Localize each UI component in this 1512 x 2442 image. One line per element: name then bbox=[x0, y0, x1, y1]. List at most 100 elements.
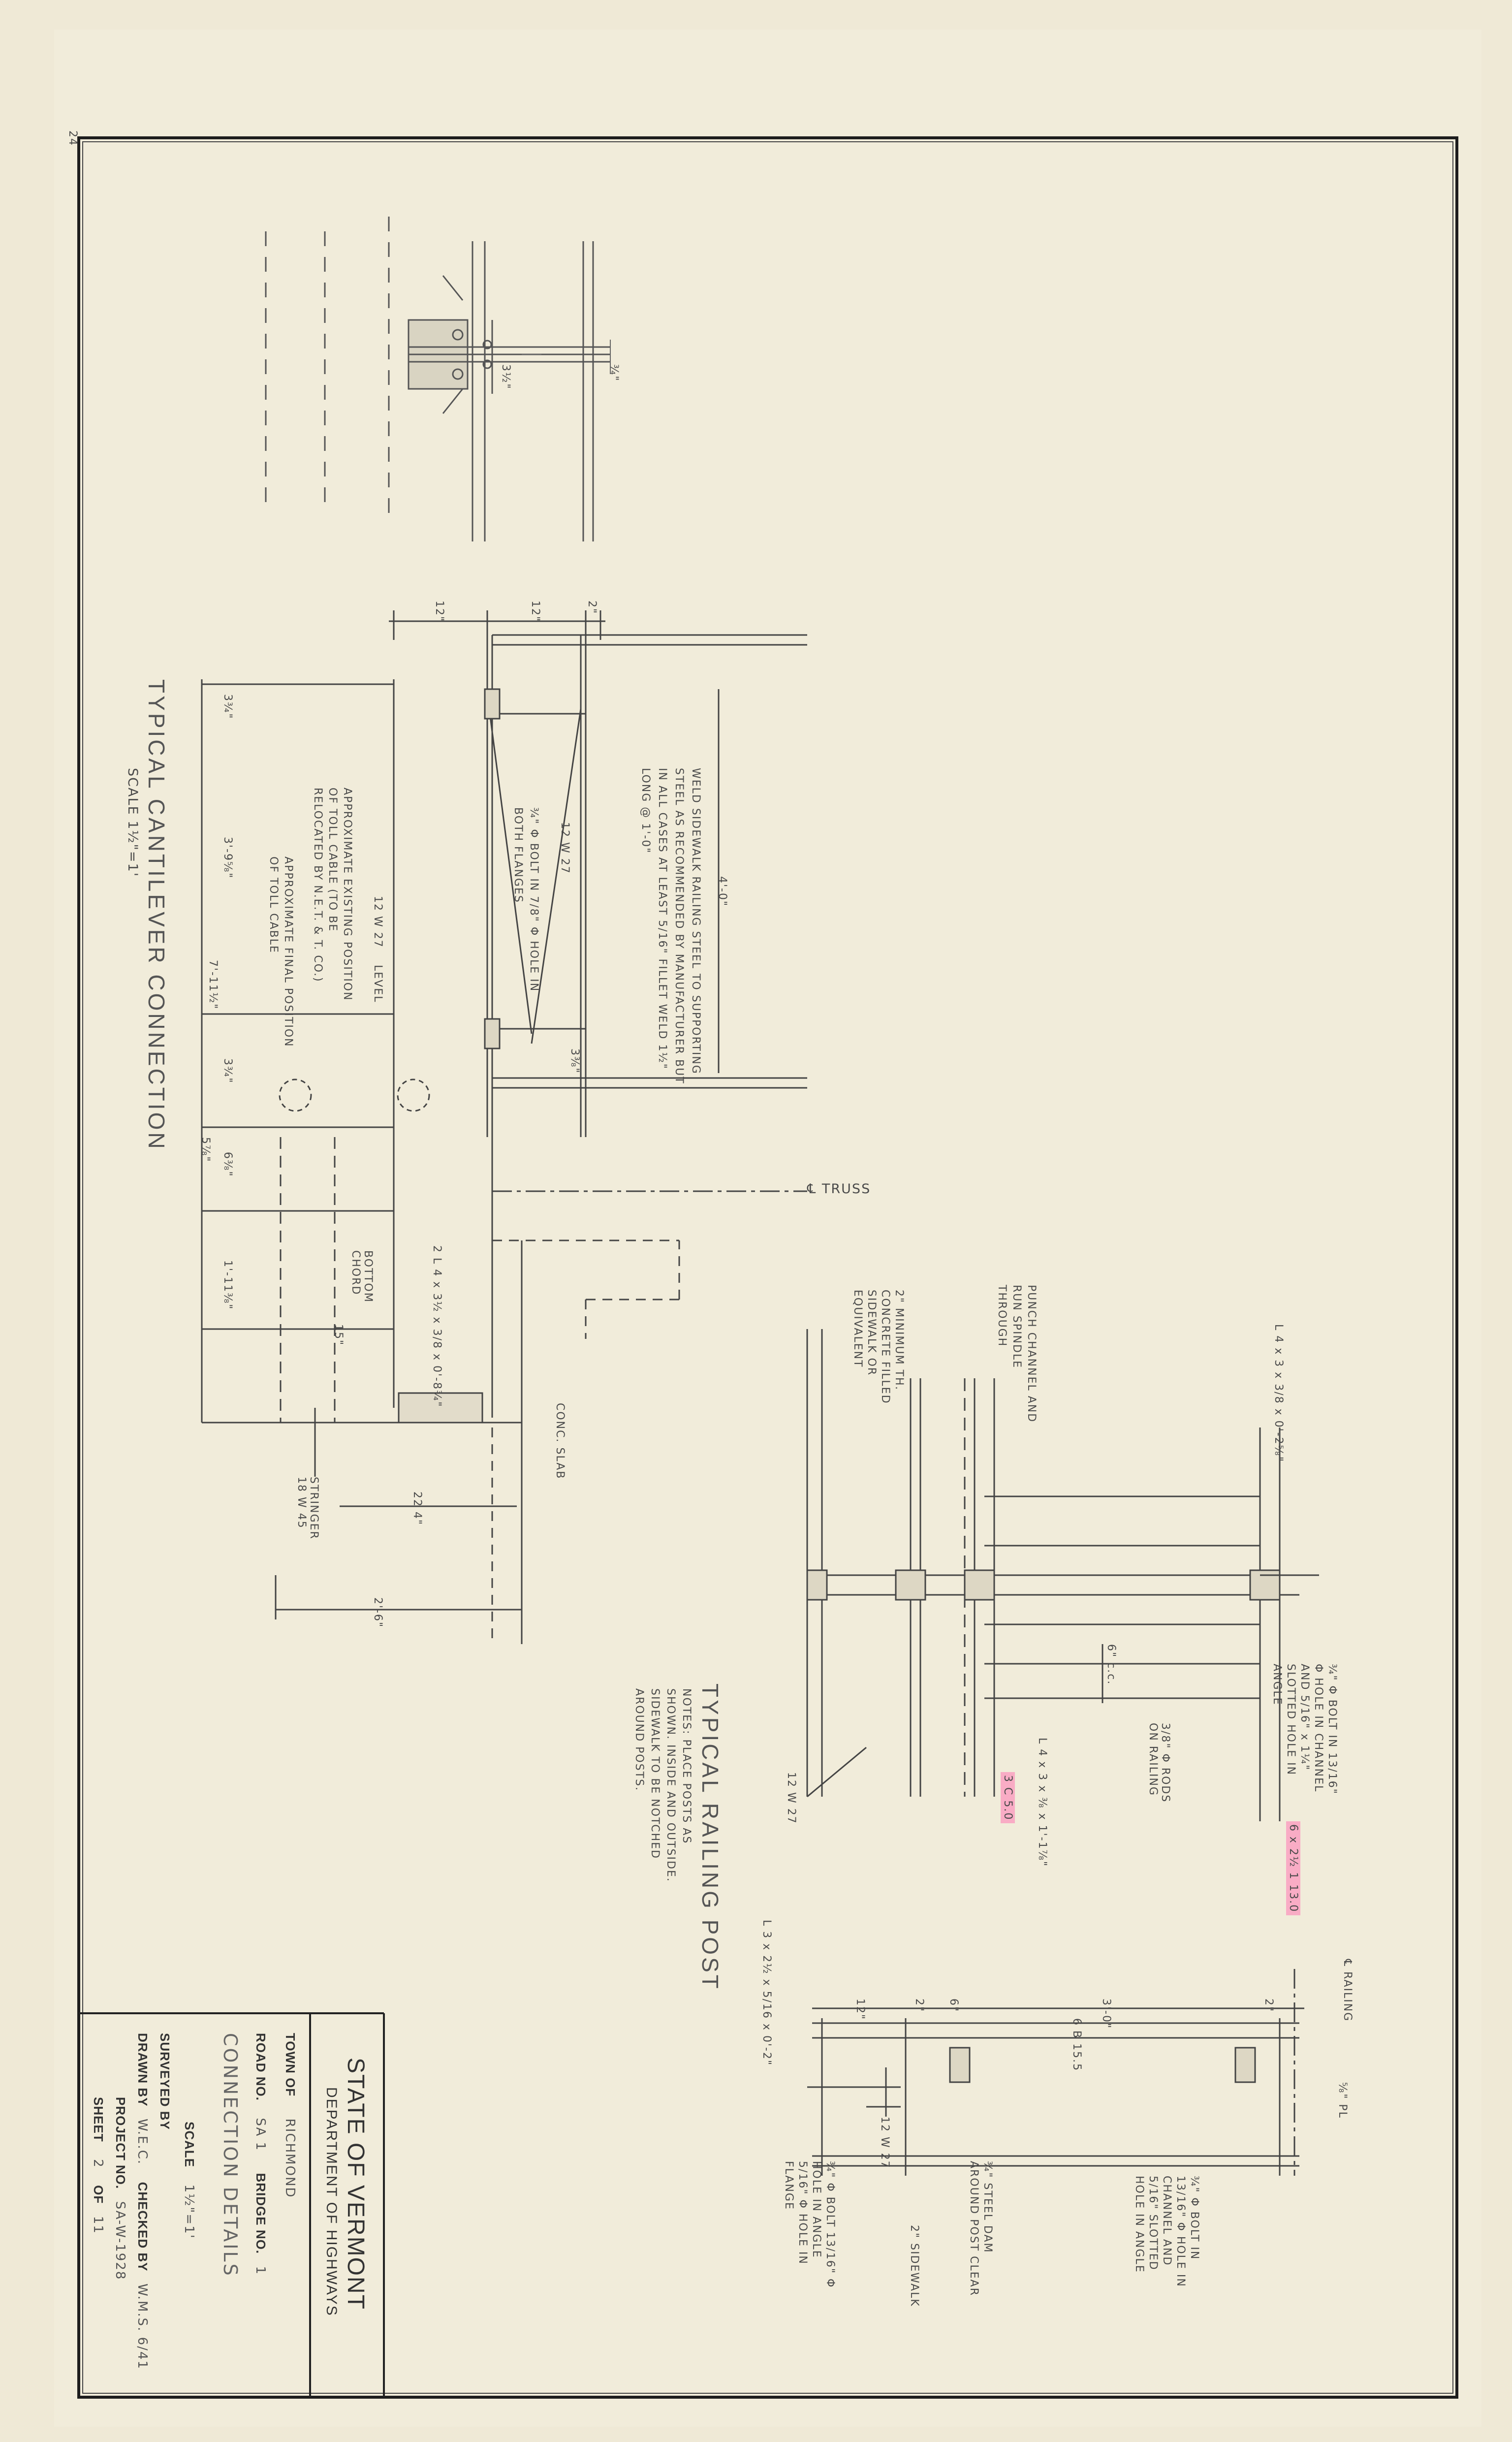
sheet-border-inner bbox=[82, 141, 1453, 2394]
bottom-chord: BOTTOM CHORD bbox=[349, 1250, 374, 1303]
tb-subject-text: CONNECTION DETAILS bbox=[220, 2033, 241, 2278]
section-bolt-channel: ¾" Φ BOLT IN 13/16" Φ HOLE IN CHANNEL AN… bbox=[1132, 2176, 1201, 2304]
tb-state: STATE OF VERMONT bbox=[342, 2058, 369, 2310]
railing-punch: PUNCH CHANNEL AND RUN SPINDLE THROUGH bbox=[994, 1285, 1039, 1432]
tb-dept: DEPARTMENT OF HIGHWAYS bbox=[323, 2087, 340, 2316]
dim-3-5-text: 3½" bbox=[500, 364, 512, 390]
cantilever-structure bbox=[201, 610, 807, 1644]
dim-15: 15" bbox=[332, 1324, 345, 1346]
section-bolt-text: ¾" Φ BOLT 13/16" Φ HOLE IN ANGLE 5/16" Φ… bbox=[783, 2161, 836, 2288]
dim-5-8: 5⅞" bbox=[199, 1137, 212, 1162]
tb-sheet-row: SHEET 2 OF 11 bbox=[91, 2097, 106, 2234]
dim-3-4b: 3¾" bbox=[221, 1058, 234, 1083]
dim-3-4a-text: 3¾" bbox=[221, 694, 234, 720]
section-bolt-channel-text: ¾" Φ BOLT IN 13/16" Φ HOLE IN CHANNEL AN… bbox=[1133, 2176, 1200, 2287]
cable-new: APPROXIMATE FINAL POSITION OF TOLL CABLE bbox=[266, 856, 295, 1053]
section-railing-cl-text: ℄ RAILING bbox=[1341, 1959, 1354, 2022]
dim-3-4c: ¾" bbox=[608, 364, 620, 381]
tb-scale-row: SCALE 1½"=1' bbox=[182, 2122, 197, 2239]
weld-note: WELD SIDEWALK RAILING STEEL TO SUPPORTIN… bbox=[637, 768, 704, 1093]
section-dim-b: 2" bbox=[913, 1998, 925, 2012]
corner-mark: 24 bbox=[66, 130, 79, 146]
angle-label: 2 L 4 x 3½ x 3/8 x 0'-8¾" bbox=[431, 1245, 443, 1407]
dim-5-8-text: 5⅞" bbox=[199, 1137, 212, 1163]
cantilever-title-text: TYPICAL CANTILEVER CONNECTION bbox=[144, 679, 169, 1151]
tb-scale-label: SCALE bbox=[182, 2122, 197, 2168]
dim-3-9-text: 3'-9⅝" bbox=[221, 837, 234, 879]
truss-cl: ℄ TRUSS bbox=[807, 1181, 871, 1197]
railing-channel-label: 6 x 2½ 1 13.0 bbox=[1286, 1821, 1300, 1916]
tb-project-label: PROJECT NO. bbox=[113, 2097, 128, 2189]
dim-2-text: 2" bbox=[586, 601, 598, 615]
railing-rods: 3/8" Φ RODS ON RAILING bbox=[1147, 1723, 1171, 1821]
angle-label-text: 2 L 4 x 3½ x 3/8 x 0'-8¾" bbox=[431, 1245, 443, 1408]
dim-3-4b-text: 3¾" bbox=[221, 1058, 234, 1084]
section-pl: ⅝" PL bbox=[1336, 2082, 1349, 2119]
cantilever-title: TYPICAL CANTILEVER CONNECTION bbox=[143, 679, 170, 1151]
dim-12a: 12" bbox=[433, 601, 445, 622]
section-pl-text: ⅝" PL bbox=[1336, 2082, 1349, 2119]
dim-6-3-text: 6⅜" bbox=[221, 1152, 234, 1177]
railing-beam: 12 W 27 bbox=[785, 1772, 797, 1824]
dim-22-4-text: 22 4" bbox=[411, 1491, 423, 1526]
section-dim-e-text: 2" bbox=[1262, 1998, 1275, 2013]
dim-3-5: 3½" bbox=[500, 364, 512, 389]
tb-bridge-value: 1 bbox=[253, 2266, 268, 2276]
section-dim-d: 3'-0" bbox=[1100, 1998, 1112, 2029]
railing-post-title-text: TYPICAL RAILING POST bbox=[697, 1683, 723, 1991]
railing-rods-text: 3/8" Φ RODS ON RAILING bbox=[1147, 1723, 1171, 1803]
railing-channel-5: 3 C 5.0 bbox=[1001, 1772, 1015, 1824]
railing-beam-text: 12 W 27 bbox=[785, 1772, 797, 1824]
conc-slab: CONC. SLAB bbox=[554, 1403, 566, 1479]
tb-road-label: ROAD NO. bbox=[253, 2033, 268, 2101]
tb-of-label: OF bbox=[91, 2185, 106, 2204]
tb-dept-text: DEPARTMENT OF HIGHWAYS bbox=[323, 2087, 340, 2316]
railing-post-elevation bbox=[806, 1329, 1319, 1821]
dim-3-9: 3'-9⅝" bbox=[221, 837, 234, 879]
railing-post-title: TYPICAL RAILING POST bbox=[697, 1683, 724, 1991]
level-label: LEVEL bbox=[372, 965, 384, 1003]
section-beam-low: 12 W 27 bbox=[879, 2117, 891, 2169]
section-angle: L 3 x 2½ x 5/16 x 0'-2" bbox=[760, 1920, 773, 2066]
railing-post-notes: NOTES: PLACE POSTS AS SHOWN. INSIDE AND … bbox=[631, 1688, 694, 1895]
railing-punch-text: PUNCH CHANNEL AND RUN SPINDLE THROUGH bbox=[996, 1285, 1038, 1423]
tb-surveyed-row: SURVEYED BY bbox=[157, 2033, 172, 2130]
beam-label: 12 W 27 bbox=[559, 822, 571, 874]
railing-angle-mid: L 4 x 3 x ⅜ x 1'-1⅞" bbox=[1036, 1738, 1048, 1867]
section-beam-top: 6 B 15.5 bbox=[1071, 2018, 1083, 2071]
tb-town-value: RICHMOND bbox=[283, 2118, 297, 2198]
weld-note-text: WELD SIDEWALK RAILING STEEL TO SUPPORTIN… bbox=[639, 768, 702, 1084]
section-dim-a-text: 12" bbox=[854, 1998, 866, 2021]
tb-drawn-row: DRAWN BY W.E.C. CHECKED BY W.M.S. 6/41 bbox=[135, 2033, 150, 2370]
dim-12a-text: 12" bbox=[433, 601, 445, 623]
tb-of-value: 11 bbox=[91, 2216, 105, 2234]
bottom-chord-text: BOTTOM CHORD bbox=[349, 1250, 374, 1303]
tb-project-value: SA-W-1928 bbox=[113, 2201, 127, 2281]
tb-project-row: PROJECT NO. SA-W-1928 bbox=[113, 2097, 128, 2280]
section-dim-c: 6" bbox=[947, 1998, 960, 2012]
section-dim-a: 12" bbox=[854, 1998, 866, 2020]
dim-12b: 12" bbox=[529, 601, 541, 622]
tb-surveyed-label: SURVEYED BY bbox=[158, 2033, 172, 2130]
tb-town-label: TOWN OF bbox=[283, 2033, 298, 2097]
truss-cl-text: ℄ TRUSS bbox=[807, 1181, 871, 1197]
section-clear-text: ¾" STEEL DAM AROUND POST CLEAR bbox=[968, 2161, 994, 2296]
section-dim-e: 2" bbox=[1262, 1998, 1275, 2012]
dim-4-0: 4'-0" bbox=[716, 876, 728, 907]
section-dim-b-text: 2" bbox=[913, 1998, 925, 2013]
section-bolt: ¾" Φ BOLT 13/16" Φ HOLE IN ANGLE 5/16" Φ… bbox=[782, 2161, 837, 2289]
section-dim-d-text: 3'-0" bbox=[1100, 1998, 1112, 2030]
dim-1-11: 1'-11⅜" bbox=[221, 1260, 234, 1310]
cable-new-text: APPROXIMATE FINAL POSITION OF TOLL CABLE bbox=[267, 856, 294, 1047]
dim-7-11: 7'-11½" bbox=[207, 960, 219, 1010]
dim-3-8: 3⅜" bbox=[568, 1048, 581, 1074]
railing-spacing-text: 6" c.c. bbox=[1105, 1644, 1117, 1685]
bolt-note: ¾" Φ BOLT IN 7/8" Φ HOLE IN BOTH FLANGES bbox=[510, 807, 541, 1014]
dim-2: 2" bbox=[586, 601, 598, 614]
railing-post-notes-text: NOTES: PLACE POSTS AS SHOWN. INSIDE AND … bbox=[633, 1688, 693, 1882]
dim-3-8-text: 3⅜" bbox=[568, 1048, 581, 1074]
dim-1-11-text: 1'-11⅜" bbox=[221, 1260, 234, 1310]
tb-town-row: TOWN OF RICHMOND bbox=[283, 2033, 298, 2198]
title-block-frame bbox=[79, 2012, 385, 2397]
